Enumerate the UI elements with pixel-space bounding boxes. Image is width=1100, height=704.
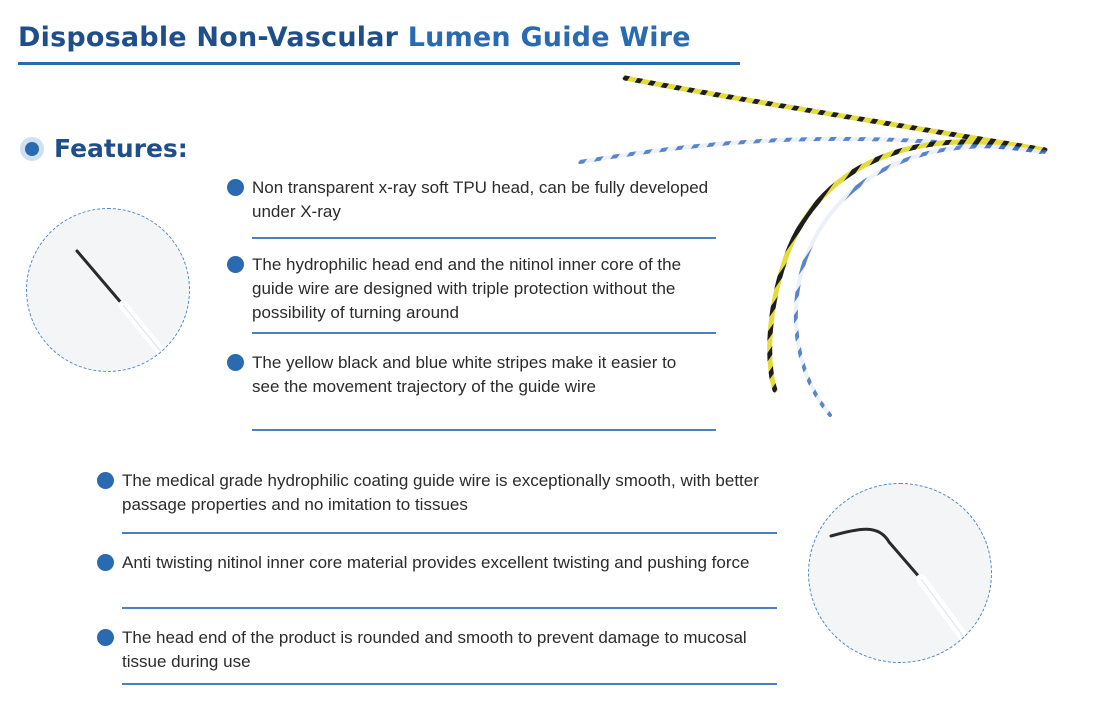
feature-divider <box>122 532 777 534</box>
features-bullet-icon <box>20 136 44 161</box>
bullet-dot-icon <box>227 354 244 371</box>
feature-divider <box>252 332 716 334</box>
bullet-dot-icon <box>97 554 114 571</box>
feature-item: Non transparent x-ray soft TPU head, can… <box>227 176 722 239</box>
feature-divider <box>252 429 716 431</box>
page-title: Disposable Non-Vascular Lumen Guide Wire <box>18 22 691 53</box>
title-part-1: Disposable Non-Vascular <box>18 22 399 53</box>
feature-item: Anti twisting nitinol inner core materia… <box>97 551 777 609</box>
bullet-dot-icon <box>97 629 114 646</box>
feature-item: The head end of the product is rounded a… <box>97 626 777 685</box>
feature-item: The yellow black and blue white stripes … <box>227 351 716 431</box>
feature-divider <box>122 607 777 609</box>
angled-tip-detail <box>808 483 992 663</box>
feature-item: The hydrophilic head end and the nitinol… <box>227 253 722 334</box>
title-underline <box>18 62 740 65</box>
feature-text: The medical grade hydrophilic coating gu… <box>122 471 759 514</box>
feature-text: The head end of the product is rounded a… <box>122 628 747 671</box>
bullet-dot-icon <box>227 179 244 196</box>
features-heading-label: Features: <box>54 134 188 163</box>
feature-text: The yellow black and blue white stripes … <box>252 353 677 396</box>
feature-text: The hydrophilic head end and the nitinol… <box>252 255 682 322</box>
straight-tip-detail <box>26 208 190 372</box>
feature-text: Anti twisting nitinol inner core materia… <box>122 553 750 572</box>
bullet-dot-icon <box>227 256 244 273</box>
angled-tip-wire-icon <box>829 527 974 649</box>
straight-tip-wire-icon <box>75 249 172 364</box>
features-heading: Features: <box>20 134 188 163</box>
bullet-dot-icon <box>97 472 114 489</box>
feature-divider <box>122 683 777 685</box>
feature-text: Non transparent x-ray soft TPU head, can… <box>252 178 709 221</box>
striped-guide-wires-icon <box>578 75 1048 417</box>
feature-divider <box>252 237 716 239</box>
title-part-2: Lumen Guide Wire <box>407 22 691 53</box>
feature-item: The medical grade hydrophilic coating gu… <box>97 469 782 534</box>
